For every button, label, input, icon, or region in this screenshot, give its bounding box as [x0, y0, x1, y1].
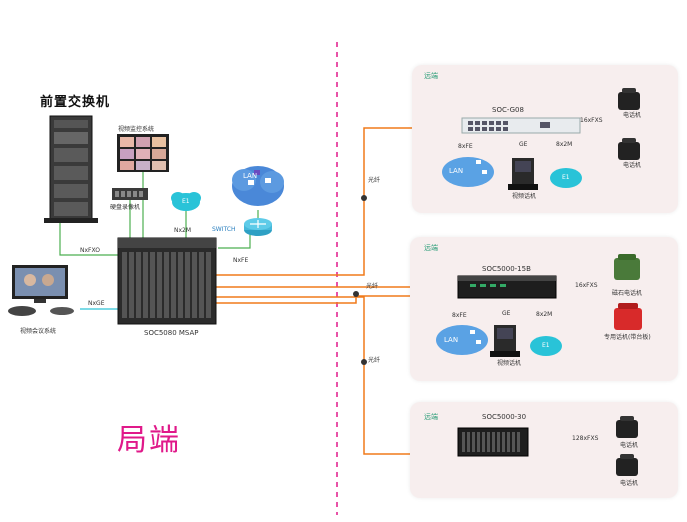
remote-1-title: 远端 — [424, 72, 438, 80]
remote-1-video-phone: 视频话机 — [512, 193, 537, 200]
remote-1-2m: 8x2M — [556, 141, 573, 148]
bureau-label: 局端 — [117, 423, 181, 458]
remote-3-phone-a: 电话机 — [620, 442, 639, 449]
cabinet-icon — [44, 115, 98, 223]
r1-e1-cloud-icon — [550, 168, 582, 188]
remote-1-ge: GE — [519, 141, 528, 148]
remote-2-fe: 8xFE — [452, 312, 467, 319]
lan-label: LAN — [243, 172, 258, 180]
lan-cloud-icon — [232, 166, 284, 206]
remote-1-e1: E1 — [562, 174, 570, 181]
video-conf-icon — [8, 265, 74, 316]
dvr-icon — [112, 188, 148, 200]
nx2m-label: Nx2M — [174, 227, 192, 234]
switch-icon — [244, 218, 272, 236]
remote-1-fe: 8xFE — [458, 143, 473, 150]
remote-2-2m: 8x2M — [536, 311, 553, 318]
fiber-label-2: 光纤 — [366, 283, 379, 290]
remote-1-phone-b: 电话机 — [623, 162, 642, 169]
r2-magneto-phone-icon — [614, 254, 640, 280]
remote-2-e1: E1 — [542, 342, 550, 349]
nxge-label: NxGE — [88, 300, 105, 307]
remote-1-fxs: 16xFXS — [580, 117, 603, 124]
remote-3-title: 远端 — [424, 413, 438, 421]
remote-1-lan: LAN — [449, 167, 464, 175]
remote-2-ge: GE — [502, 310, 511, 317]
monitor-wall-icon — [117, 134, 169, 172]
nxfxo-label: NxFXO — [80, 247, 100, 254]
remote-3-fxs: 128xFXS — [572, 435, 599, 442]
msap-label: SOC5080 MSAP — [144, 329, 199, 337]
msap-chassis-icon — [117, 237, 217, 325]
dvr-label: 硬盘录像机 — [110, 204, 141, 211]
link-nxfxo — [59, 222, 118, 256]
remote-2-lan: LAN — [444, 336, 459, 344]
link-switch — [218, 230, 251, 249]
remote-3-device: SOC5000-30 — [482, 413, 527, 421]
r2-video-phone-icon — [490, 325, 520, 357]
front-switch-label: 前置交换机 — [40, 95, 111, 110]
remote-1-device: SOC-G08 — [492, 106, 524, 114]
e1-cloud-icon — [171, 192, 201, 211]
remote-2-phone-a: 磁石电话机 — [612, 290, 643, 297]
r1-phone-a-icon — [618, 88, 640, 110]
r3-phone-a-icon — [616, 416, 638, 438]
remote-2-fxs: 16xFXS — [575, 282, 598, 289]
fiber-dot-1 — [361, 195, 367, 201]
r1-video-phone-icon — [508, 158, 538, 190]
video-conf-label: 视频会议系统 — [20, 328, 57, 335]
soc5000-30-icon — [457, 427, 529, 457]
soc-g08-icon — [461, 117, 581, 134]
fiber-dot-2 — [353, 291, 359, 297]
remote-1-phone-a: 电话机 — [623, 112, 642, 119]
r2-e1-cloud-icon — [530, 336, 562, 356]
switch-label: SWITCH — [212, 226, 236, 233]
fiber-label-1: 光纤 — [368, 177, 381, 184]
video-monitor-label: 视频监控系统 — [118, 126, 155, 133]
e1-label: E1 — [182, 198, 190, 205]
soc5000-15b-icon — [457, 275, 557, 299]
r1-lan-cloud-icon — [442, 157, 494, 187]
remote-2-device: SOC5000-15B — [482, 265, 531, 273]
remote-2-title: 远端 — [424, 244, 438, 252]
remote-2-video-phone: 视频话机 — [497, 360, 522, 367]
remote-2-phone-b: 专用话机(带台板) — [604, 334, 651, 341]
r3-phone-b-icon — [616, 454, 638, 476]
fiber-dot-3 — [361, 359, 367, 365]
nxfe-label: NxFE — [233, 257, 249, 264]
r2-lan-cloud-icon — [436, 325, 488, 355]
remote-3-phone-b: 电话机 — [620, 480, 639, 487]
fiber-label-3: 光纤 — [368, 357, 381, 364]
r1-phone-b-icon — [618, 138, 640, 160]
fiber-line-4 — [216, 295, 460, 304]
r2-special-phone-icon — [614, 303, 642, 330]
